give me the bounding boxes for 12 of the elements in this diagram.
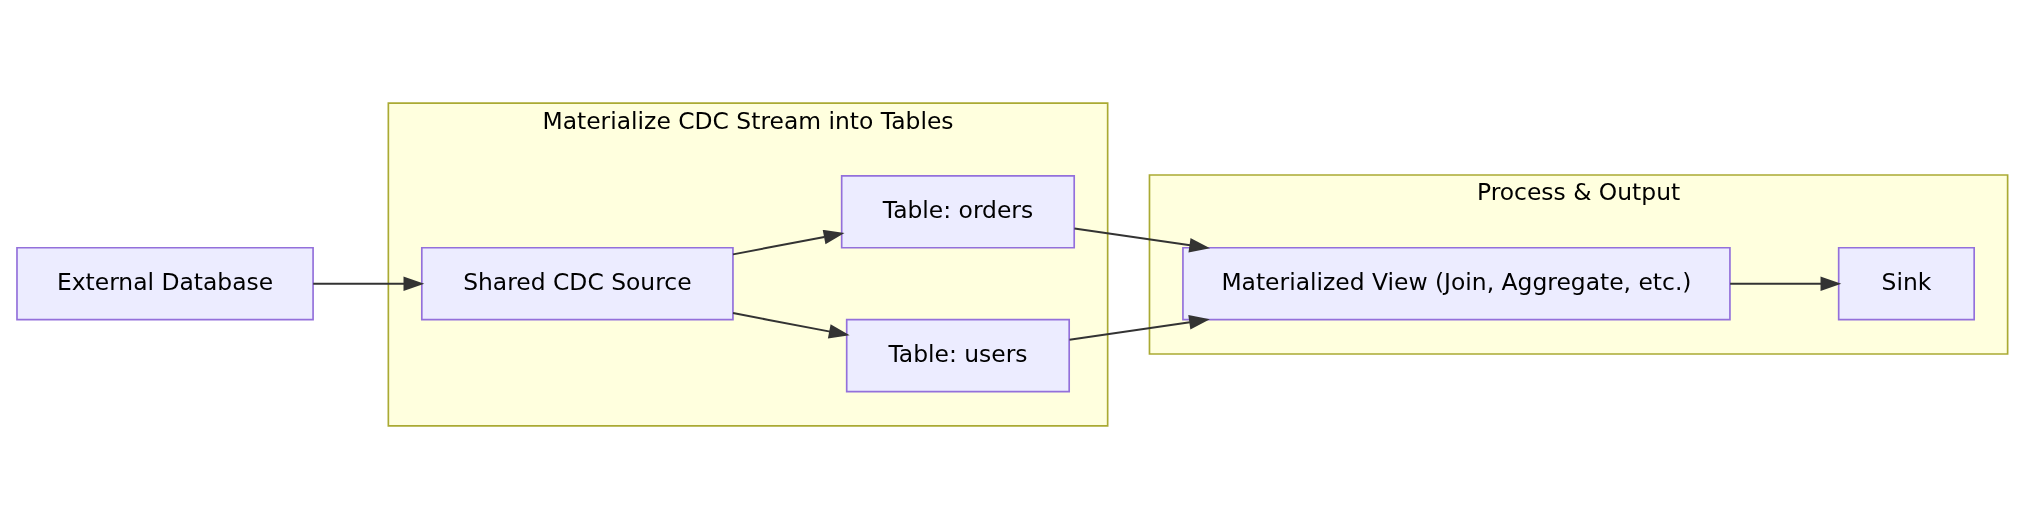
arrow (313, 275, 425, 291)
node-box: Shared CDC Source (420, 246, 734, 321)
node-box: Table: users (845, 318, 1070, 392)
arrow (1074, 227, 1211, 252)
arrow (1730, 275, 1842, 291)
node-box: Materialized View (Join, Aggregate, etc.) (1182, 246, 1731, 321)
arrow (1069, 314, 1210, 341)
node-box: External Database (16, 246, 314, 321)
arrow (732, 229, 845, 255)
node-box: Table: orders (840, 174, 1076, 249)
arrow (732, 311, 850, 339)
node-box: Sink (1837, 246, 1975, 321)
